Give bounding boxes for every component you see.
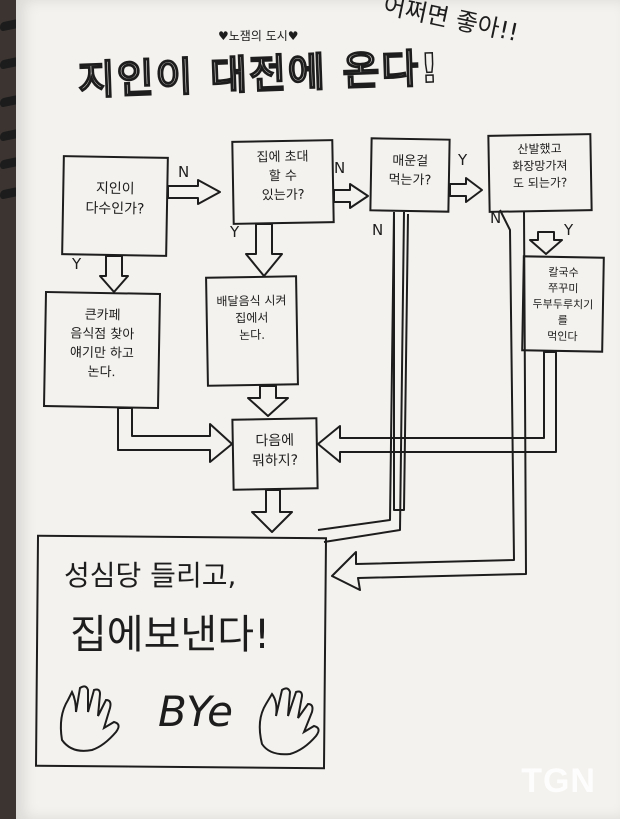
edge-label-q1-y: Y	[72, 255, 82, 273]
arrow-q2-n	[333, 183, 369, 209]
arrow-q1-y	[99, 255, 129, 293]
waving-hand-left-icon	[59, 685, 120, 752]
edge-label-q1-n: N	[178, 163, 190, 181]
watermark-logo: TGN	[521, 762, 596, 800]
arrow-q2-y	[245, 223, 283, 277]
edge-label-q4-n: N	[490, 209, 502, 227]
edge-label-q2-y: Y	[230, 223, 240, 241]
final-bye: BYe	[158, 687, 233, 736]
arrow-next-to-final	[251, 489, 293, 533]
arrow-a2-to-next	[247, 385, 289, 417]
waving-hand-right-icon	[258, 687, 320, 756]
arrow-q3-y	[449, 177, 483, 203]
arrow-q4-n-to-final	[331, 209, 527, 591]
edge-label-q3-y: Y	[458, 151, 468, 169]
arrow-a3-to-next	[317, 351, 557, 463]
edge-label-q3-n: N	[372, 221, 384, 239]
edge-label-q4-y: Y	[564, 221, 574, 239]
arrow-a1-to-next	[117, 407, 233, 463]
arrow-q3-n-to-final	[393, 212, 409, 511]
final-line-1: 성심당 들리고,	[64, 559, 237, 592]
subtitle: ♥노잼의 도시♥	[218, 29, 299, 43]
arrow-q3-n-line	[317, 211, 405, 543]
arrow-q1-n	[167, 179, 221, 205]
final-line-2: 집에보낸다!	[70, 612, 271, 658]
sketchbook-page	[16, 0, 620, 819]
edge-label-q2-n: N	[334, 159, 346, 177]
arrow-q4-y	[529, 231, 563, 255]
